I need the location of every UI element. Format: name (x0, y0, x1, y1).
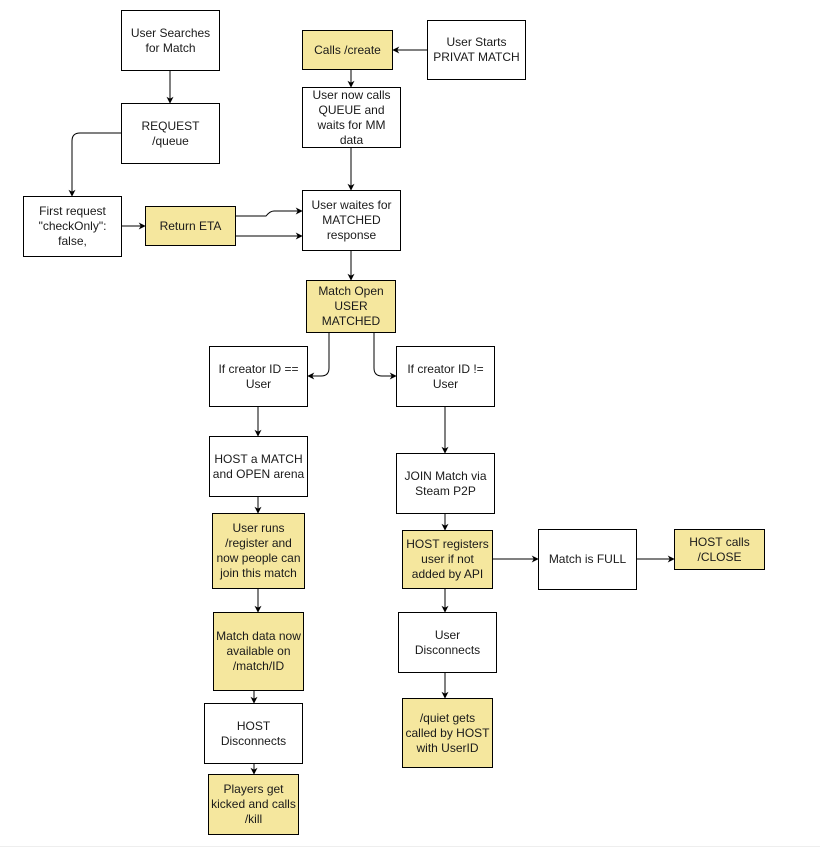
node-creator-not-equal[interactable]: If creator ID != User (396, 346, 495, 407)
node-user-starts-private[interactable]: User Starts PRIVAT MATCH (427, 20, 526, 80)
node-waits-matched[interactable]: User waites for MATCHED response (302, 190, 401, 251)
node-host-disconnects[interactable]: HOST Disconnects (204, 703, 303, 764)
node-players-kicked[interactable]: Players get kicked and calls /kill (208, 774, 299, 835)
node-join-match[interactable]: JOIN Match via Steam P2P (396, 453, 495, 514)
edge-match-open-to-creator-equal (307, 333, 330, 380)
node-host-registers[interactable]: HOST registers user if not added by API (402, 530, 493, 589)
node-calls-queue[interactable]: User now calls QUEUE and waits for MM da… (302, 87, 401, 148)
node-match-open[interactable]: Match Open USER MATCHED (306, 280, 396, 333)
node-creator-equal[interactable]: If creator ID == User (209, 346, 308, 407)
node-return-eta[interactable]: Return ETA (145, 206, 236, 246)
node-calls-create[interactable]: Calls /create (302, 30, 393, 70)
node-quiet-called[interactable]: /quiet gets called by HOST with UserID (402, 698, 493, 768)
node-match-data[interactable]: Match data now available on /match/ID (213, 612, 304, 691)
edge-match-open-to-creator-not-equal (373, 333, 397, 380)
edge-return-eta-to-waits-matched (236, 207, 303, 217)
node-match-full[interactable]: Match is FULL (538, 529, 637, 590)
node-user-searches[interactable]: User Searches for Match (121, 10, 220, 71)
node-user-register[interactable]: User runs /register and now people can j… (212, 513, 305, 589)
node-request-queue[interactable]: REQUEST /queue (121, 103, 220, 164)
node-host-close[interactable]: HOST calls /CLOSE (674, 529, 765, 570)
node-first-request[interactable]: First request "checkOnly": false, (23, 196, 122, 257)
bottom-divider (0, 846, 820, 847)
node-host-match[interactable]: HOST a MATCH and OPEN arena (209, 436, 308, 497)
edge-request-queue-to-first-request (68, 132, 121, 197)
node-user-disconnects[interactable]: User Disconnects (398, 612, 497, 673)
